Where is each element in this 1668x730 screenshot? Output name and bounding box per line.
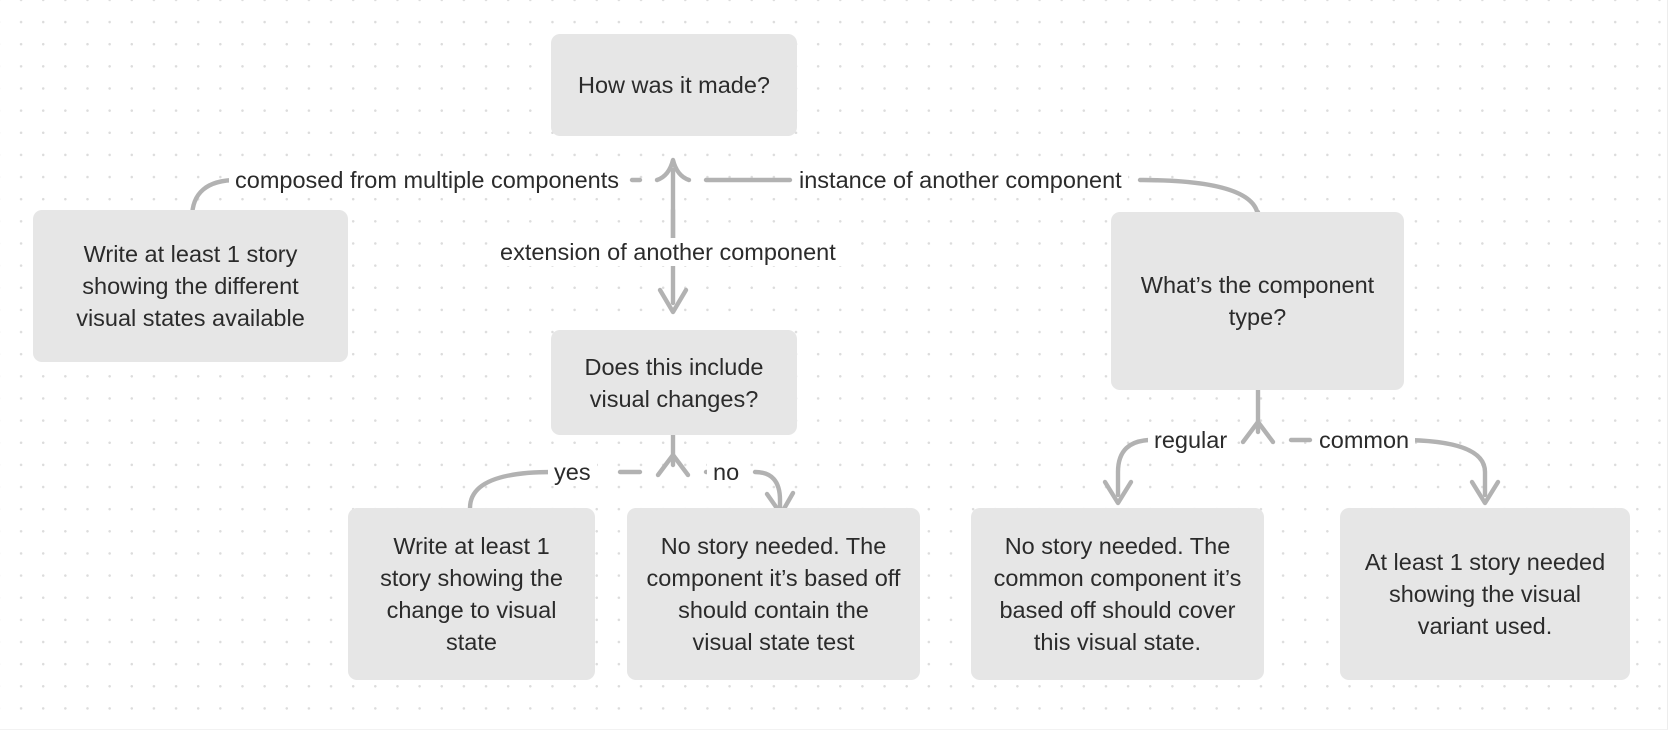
edge-label-no: no [707,458,746,486]
edge-label-extension: extension of another component [494,238,842,266]
node-yes-result[interactable]: Write at least 1 story showing the chang… [348,508,595,680]
edge-no-line [752,469,783,511]
node-no-result-label: No story needed. The component it’s base… [646,533,901,655]
edge-arrowhead-type [1240,419,1276,445]
node-composed-result-label: Write at least 1 story showing the diffe… [76,241,305,331]
edge-label-instance: instance of another component [793,166,1128,194]
node-component-type-label: What’s the component type? [1140,272,1375,330]
edge-yes-line [467,469,555,513]
edge-arrowhead-common [1469,479,1501,506]
edge-arrowhead-extension [657,287,689,315]
node-common-result-label: At least 1 story needed showing the visu… [1364,549,1606,639]
edge-arrowhead-regular [1102,479,1134,506]
edge-regular-line [1115,437,1155,498]
edge-label-common: common [1313,426,1416,454]
edge-label-composed: composed from multiple components [229,166,626,194]
node-common-result[interactable]: At least 1 story needed showing the visu… [1340,508,1630,680]
edge-arrowhead-visual [655,452,691,478]
node-yes-result-label: Write at least 1 story showing the chang… [380,533,563,655]
node-component-type-question[interactable]: What’s the component type? [1111,212,1404,390]
node-regular-result-label: No story needed. The common component it… [993,533,1242,655]
edge-label-yes: yes [548,458,597,486]
node-regular-result[interactable]: No story needed. The common component it… [971,508,1264,680]
node-composed-result[interactable]: Write at least 1 story showing the diffe… [33,210,348,362]
node-root-label: How was it made? [578,72,770,98]
edge-common-line [1397,437,1488,498]
edge-label-regular: regular [1148,426,1234,454]
node-no-result[interactable]: No story needed. The component it’s base… [627,508,920,680]
edge-arrowhead-root [654,157,692,183]
node-visual-changes-label: Does this include visual changes? [584,353,764,412]
node-root-how-was-it-made[interactable]: How was it made? [551,34,797,136]
node-visual-changes-question[interactable]: Does this include visual changes? [551,330,797,435]
